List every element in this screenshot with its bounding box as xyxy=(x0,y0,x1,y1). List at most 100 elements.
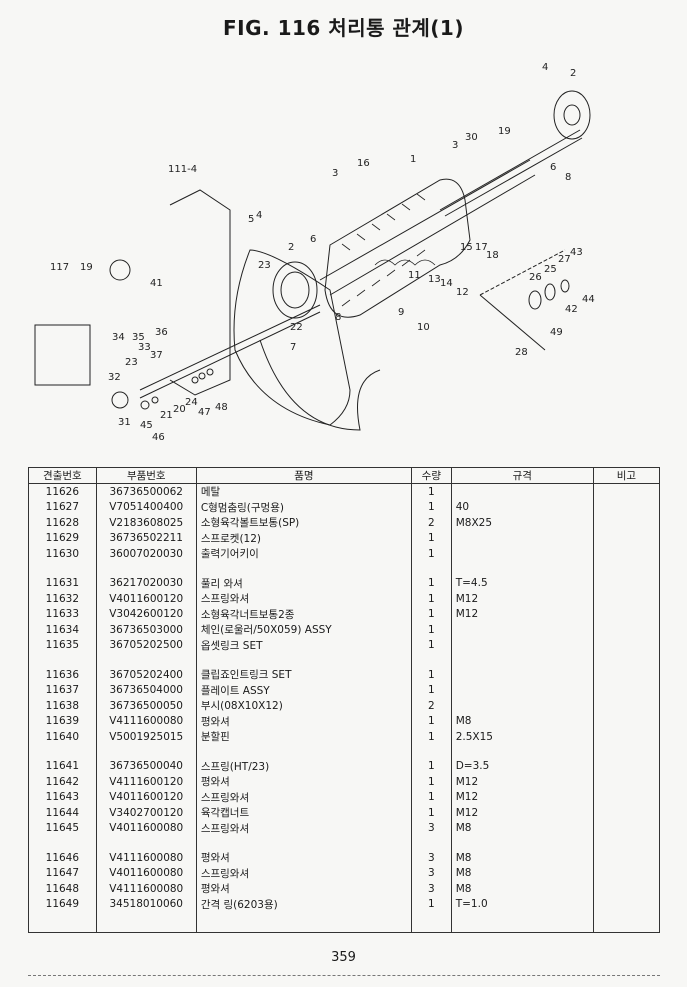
remarks-cell xyxy=(592,713,661,729)
spec-cell: M12 xyxy=(450,606,594,622)
header-remarks: 비고 xyxy=(592,467,661,484)
callout-20: 20 xyxy=(173,404,186,415)
ref-no-cell: 11633 xyxy=(28,606,97,622)
thresher-drum xyxy=(324,178,471,318)
spec-cell: M12 xyxy=(450,774,594,790)
spec-cell: M12 xyxy=(450,789,594,805)
spacer-cell xyxy=(450,653,594,667)
ref-no-cell: 11638 xyxy=(28,698,97,714)
spacer-cell xyxy=(592,561,661,576)
callout-7: 7 xyxy=(290,342,296,353)
figure-title: FIG. 116 처리통 관계(1) xyxy=(223,16,464,40)
callout-46: 46 xyxy=(152,432,165,443)
callout-24: 24 xyxy=(185,397,198,408)
part-name-cell: 스프링와셔 xyxy=(195,591,412,607)
callout-3b: 3 xyxy=(332,168,338,179)
spec-cell: M12 xyxy=(450,591,594,607)
callout-17: 17 xyxy=(475,242,488,253)
part-name-cell: 스프링(HT/23) xyxy=(195,758,412,774)
callout-31: 31 xyxy=(118,417,131,428)
callout-30: 30 xyxy=(465,132,478,143)
part-name-cell: 스프링와셔 xyxy=(195,820,412,836)
ref-no-cell: 11630 xyxy=(28,546,97,562)
remarks-cell xyxy=(592,530,661,546)
quantity-cell: 1 xyxy=(410,729,452,745)
quantity-cell: 1 xyxy=(410,637,452,653)
callout-28: 28 xyxy=(515,347,528,358)
spec-cell: M8X25 xyxy=(450,515,594,531)
page-number: 359 xyxy=(331,950,356,965)
sprocket-left xyxy=(109,259,131,281)
callout-9: 9 xyxy=(398,307,404,318)
ref-no-cell: 11627 xyxy=(28,499,97,515)
ref-no-cell: 11640 xyxy=(28,729,97,745)
part-no-cell: V4011600080 xyxy=(95,865,197,881)
part-no-cell: V7051400400 xyxy=(95,499,197,515)
remarks-cell xyxy=(592,682,661,698)
part-name-cell: 스프링와셔 xyxy=(195,789,412,805)
callout-22: 22 xyxy=(290,322,303,333)
callout-4: 4 xyxy=(256,210,262,221)
spacer-cell xyxy=(410,912,452,933)
callout-6: 6 xyxy=(310,234,316,245)
spec-cell: M8 xyxy=(450,881,594,897)
remarks-cell xyxy=(592,774,661,790)
callout-26: 26 xyxy=(529,272,542,283)
ref-no-cell: 11635 xyxy=(28,637,97,653)
callout-37: 37 xyxy=(150,350,163,361)
part-no-cell: 34518010060 xyxy=(95,896,197,912)
detail-box xyxy=(34,324,91,386)
part-name-cell: 평와셔 xyxy=(195,713,412,729)
ref-no-cell: 11644 xyxy=(28,805,97,821)
part-no-cell: V2183608025 xyxy=(95,515,197,531)
part-no-cell: 36736502211 xyxy=(95,530,197,546)
part-name-cell: 육각캡너트 xyxy=(195,805,412,821)
spec-cell xyxy=(450,682,594,698)
callout-5: 5 xyxy=(248,214,254,225)
part-no-cell: 36217020030 xyxy=(95,575,197,591)
callout-117: 117 xyxy=(50,262,69,273)
header-part-no: 부품번호 xyxy=(95,467,197,484)
callout-43: 43 xyxy=(570,247,583,258)
callout-36: 36 xyxy=(155,327,168,338)
remarks-cell xyxy=(592,515,661,531)
remarks-cell xyxy=(592,758,661,774)
callout-6b: 6 xyxy=(550,162,556,173)
ref-no-cell: 11626 xyxy=(28,483,97,500)
callout-47: 47 xyxy=(198,407,211,418)
ref-no-cell: 11642 xyxy=(28,774,97,790)
part-name-cell: 분할핀 xyxy=(195,729,412,745)
spacer-cell xyxy=(592,744,661,759)
remarks-cell xyxy=(592,637,661,653)
header-ref-no: 견출번호 xyxy=(28,467,97,484)
part-no-cell: V5001925015 xyxy=(95,729,197,745)
callout-33: 33 xyxy=(138,342,151,353)
exploded-parts-diagram: 111-4 117 19 41 34 35 36 33 37 23 32 31 … xyxy=(20,50,670,460)
part-no-cell: V4011600120 xyxy=(95,789,197,805)
spacer-cell xyxy=(95,744,197,759)
part-name-cell: 평와셔 xyxy=(195,850,412,866)
spacer-cell xyxy=(95,836,197,850)
spacer-cell xyxy=(592,836,661,850)
ref-no-cell: 11637 xyxy=(28,682,97,698)
ref-no-cell: 11629 xyxy=(28,530,97,546)
part-name-cell: 간격 링(6203용) xyxy=(195,896,412,912)
ref-no-cell: 11639 xyxy=(28,713,97,729)
group-spacer-row xyxy=(28,744,661,759)
part-name-cell: 평와셔 xyxy=(195,774,412,790)
callout-25: 25 xyxy=(544,264,557,275)
remarks-cell xyxy=(592,667,661,683)
group-spacer-row xyxy=(28,653,661,667)
spacer-cell xyxy=(28,653,97,667)
